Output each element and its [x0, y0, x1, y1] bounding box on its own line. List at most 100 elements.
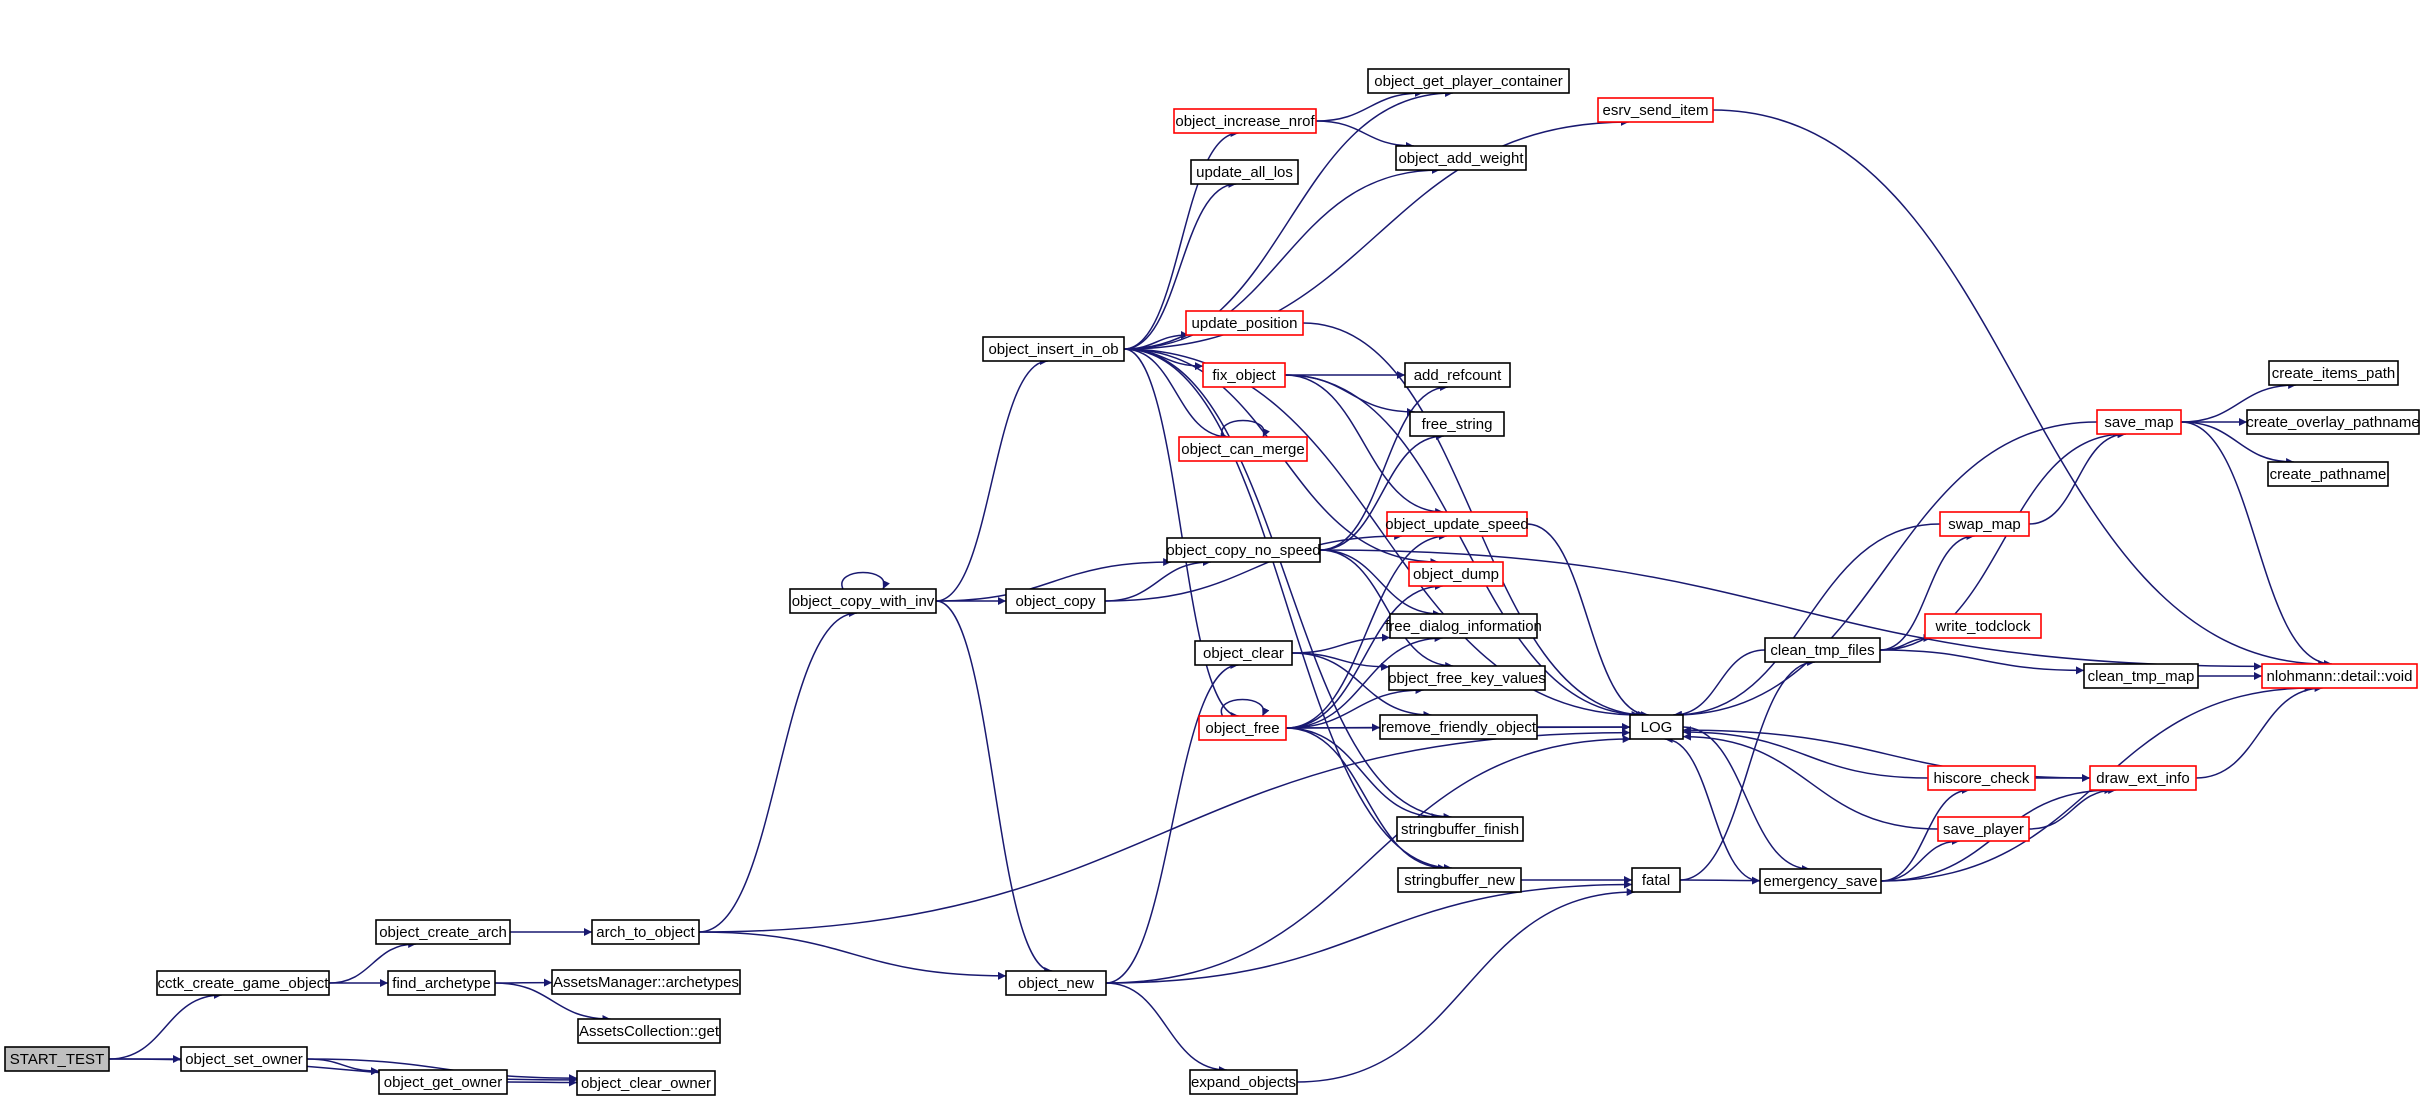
node-object-insert-in-ob[interactable]: object_insert_in_ob — [982, 336, 1125, 362]
edge-object-free-to-object-free-key-values — [1285, 686, 1424, 729]
node-object-copy-with-inv[interactable]: object_copy_with_inv — [789, 588, 937, 614]
node-box — [180, 1046, 308, 1072]
node-box — [1764, 637, 1881, 663]
node-update-all-los[interactable]: update_all_los — [1190, 159, 1299, 185]
edge-esrv-send-item-to-nlohmann-detail-void — [1712, 109, 2327, 668]
edge-object-copy-no-speed-to-add-refcount — [1319, 383, 1449, 551]
node-box — [1190, 159, 1299, 185]
node-label: LOG — [1641, 719, 1673, 736]
node-object-dump[interactable]: object_dump — [1408, 561, 1504, 587]
node-box — [551, 969, 741, 995]
node-object-clear-owner[interactable]: object_clear_owner — [576, 1070, 716, 1096]
node-box — [1937, 816, 2030, 842]
node-object-get-player-container[interactable]: object_get_player_container — [1367, 68, 1570, 94]
node-label: object_copy_with_inv — [792, 593, 935, 610]
node-label: clean_tmp_files — [1770, 642, 1874, 659]
edge-line — [841, 571, 890, 590]
node-box — [2089, 765, 2197, 791]
edge-line — [1526, 523, 1649, 719]
edge-line — [1712, 109, 2327, 668]
node-object-free[interactable]: object_free — [1198, 715, 1287, 741]
node-create-items-path[interactable]: create_items_path — [2268, 360, 2399, 386]
edge-start-test-to-cctk-create-game-object — [108, 991, 222, 1060]
edge-line — [1682, 727, 1929, 779]
node-draw-ext-info[interactable]: draw_ext_info — [2089, 765, 2197, 791]
node-object-create-arch[interactable]: object_create_arch — [375, 919, 511, 945]
node-esrv-send-item[interactable]: esrv_send_item — [1597, 97, 1714, 123]
node-nlohmann-detail-void[interactable]: nlohmann::detail::void — [2261, 663, 2418, 689]
node-save-player[interactable]: save_player — [1937, 816, 2030, 842]
node-object-add-weight[interactable]: object_add_weight — [1395, 145, 1527, 171]
node-emergency-save[interactable]: emergency_save — [1759, 868, 1882, 894]
node-cctk-create-game-object[interactable]: cctk_create_game_object — [156, 970, 330, 996]
node-object-get-owner[interactable]: object_get_owner — [378, 1069, 508, 1095]
node-stringbuffer-new[interactable]: stringbuffer_new — [1397, 867, 1522, 893]
node-arch-to-object[interactable]: arch_to_object — [591, 919, 700, 945]
node-stringbuffer-finish[interactable]: stringbuffer_finish — [1396, 816, 1524, 842]
edge-line — [698, 609, 858, 933]
edge-object-copy-with-inv-to-object-new — [935, 600, 1053, 975]
node-object-free-key-values[interactable]: object_free_key_values — [1388, 665, 1546, 691]
edge-object-insert-in-ob-to-object-free — [1123, 348, 1239, 720]
node-assets-collection-get[interactable]: AssetsCollection::get — [577, 1018, 721, 1044]
node-label: create_pathname — [2270, 466, 2387, 483]
node-create-overlay-pathname[interactable]: create_overlay_pathname — [2246, 409, 2420, 435]
edge-object-new-to-fatal — [1105, 880, 1633, 984]
node-remove-friendly-object[interactable]: remove_friendly_object — [1379, 714, 1538, 740]
node-object-update-speed[interactable]: object_update_speed — [1385, 511, 1529, 537]
node-assets-manager-archetypes[interactable]: AssetsManager::archetypes — [551, 969, 741, 995]
node-box — [1397, 867, 1522, 893]
node-swap-map[interactable]: swap_map — [1939, 511, 2030, 537]
node-log[interactable]: LOG — [1629, 714, 1684, 740]
edge-line — [1319, 549, 1454, 670]
node-expand-objects[interactable]: expand_objects — [1189, 1069, 1298, 1095]
node-fix-object[interactable]: fix_object — [1202, 362, 1286, 388]
edge-line — [1291, 633, 1391, 654]
node-box — [1202, 362, 1286, 388]
node-box — [789, 588, 937, 614]
node-object-copy-no-speed[interactable]: object_copy_no_speed — [1166, 537, 1321, 563]
edge-line — [1123, 348, 1452, 821]
node-start-test[interactable]: START_TEST — [4, 1046, 110, 1072]
edge-line — [1679, 658, 1816, 881]
node-object-new[interactable]: object_new — [1005, 970, 1107, 996]
node-label: draw_ext_info — [2096, 770, 2189, 787]
edge-line — [1285, 686, 1424, 729]
edge-line — [1285, 727, 1446, 872]
node-label: find_archetype — [392, 975, 490, 992]
node-box — [1198, 715, 1287, 741]
node-label: free_dialog_information — [1385, 618, 1542, 635]
edge-line — [698, 728, 1631, 933]
node-write-todclock[interactable]: write_todclock — [1924, 613, 2042, 639]
node-label: object_get_owner — [384, 1074, 502, 1091]
node-save-map[interactable]: save_map — [2096, 409, 2182, 435]
node-fatal[interactable]: fatal — [1631, 867, 1681, 893]
node-object-set-owner[interactable]: object_set_owner — [180, 1046, 308, 1072]
node-add-refcount[interactable]: add_refcount — [1404, 362, 1511, 388]
nodes-layer: START_TEST cctk_create_game_object object_… — [4, 68, 2420, 1096]
node-label: fix_object — [1212, 367, 1276, 384]
edge-line — [935, 558, 1172, 602]
node-free-string[interactable]: free_string — [1409, 411, 1505, 437]
node-create-pathname[interactable]: create_pathname — [2267, 461, 2389, 487]
node-object-can-merge[interactable]: object_can_merge — [1178, 436, 1308, 462]
node-update-position[interactable]: update_position — [1185, 310, 1304, 336]
node-label: free_string — [1422, 416, 1493, 433]
edge-object-insert-in-ob-to-object-add-weight — [1123, 166, 1440, 350]
edge-line — [935, 600, 1053, 975]
node-label: object_set_owner — [185, 1051, 303, 1068]
node-object-increase-nrof[interactable]: object_increase_nrof — [1173, 108, 1317, 134]
edge-line — [1673, 523, 1941, 719]
edge-line — [1879, 649, 2085, 675]
node-box — [591, 919, 700, 945]
edge-object-get-owner-to-object-clear-owner — [506, 1078, 578, 1087]
node-hiscore-check[interactable]: hiscore_check — [1927, 765, 2036, 791]
node-free-dialog-information[interactable]: free_dialog_information — [1385, 613, 1542, 639]
node-clean-tmp-map[interactable]: clean_tmp_map — [2083, 663, 2199, 689]
edge-line — [2180, 381, 2297, 423]
node-find-archetype[interactable]: find_archetype — [387, 970, 496, 996]
node-object-copy[interactable]: object_copy — [1005, 588, 1106, 614]
node-object-clear[interactable]: object_clear — [1194, 640, 1293, 666]
edge-object-set-owner-to-object-clear-owner — [306, 1058, 578, 1083]
node-clean-tmp-files[interactable]: clean_tmp_files — [1764, 637, 1881, 663]
